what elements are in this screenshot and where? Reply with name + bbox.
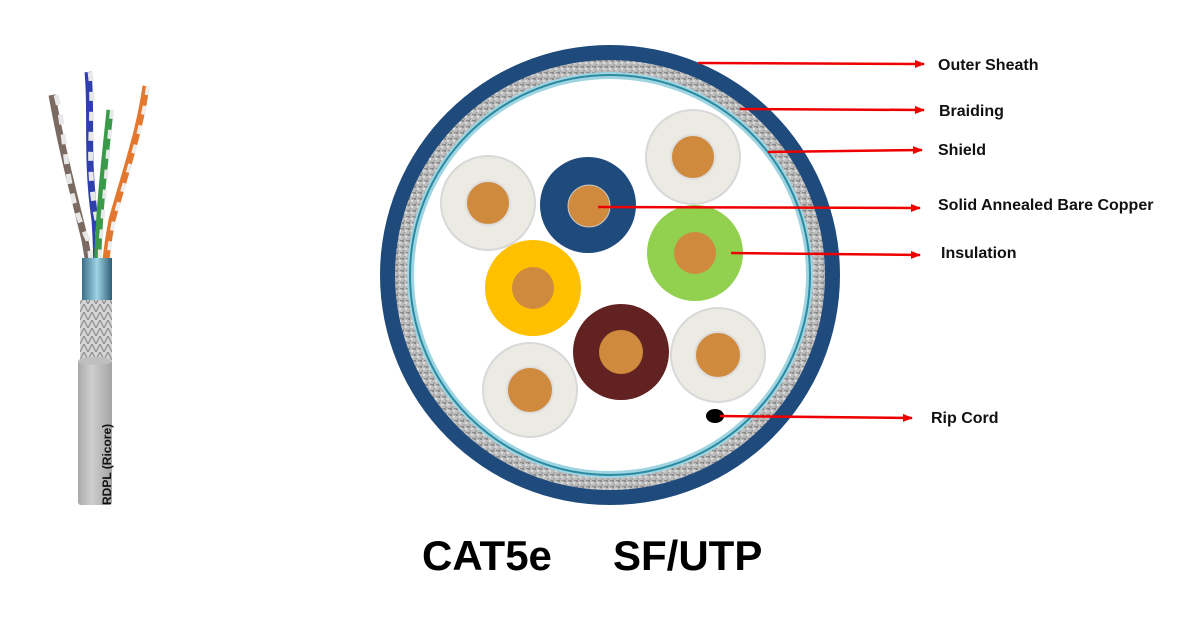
conductor-white-top-right [645,109,741,205]
cable-core [414,79,806,471]
conductor-brown [573,304,669,400]
label-copper: Solid Annealed Bare Copper [938,197,1154,214]
conductor-white-bottom-right [670,307,766,403]
cable-jacket [78,360,112,505]
shield-layer [407,72,813,478]
braiding-layer [395,60,825,490]
conductor-blue [540,157,636,253]
arrow-copper [597,203,921,212]
caption-category: CAT5e [422,532,552,579]
label-shield: Shield [938,142,987,159]
caption-type: SF/UTP [613,532,763,579]
outer-sheath [380,45,840,505]
arrow-outer-sheath [697,59,925,68]
arrow-shield [767,146,923,155]
label-braiding: Braiding [939,103,1004,120]
conductor-white-top-left [440,155,536,251]
conductor-yellow [485,240,581,336]
arrow-braiding [739,105,925,114]
conductor-green [647,205,743,301]
label-outer-sheath: Outer Sheath [938,57,1039,74]
cable-print-text: RDPL (Ricore) [100,423,114,505]
cable-photo [48,71,150,505]
conductor-white-bottom-left [482,342,578,438]
label-rip-cord: Rip Cord [931,410,999,427]
arrow-insulation [730,250,921,259]
arrow-rip-cord [719,413,913,422]
label-insulation: Insulation [941,245,1017,262]
braid [80,300,112,360]
rip-cord [706,409,724,423]
